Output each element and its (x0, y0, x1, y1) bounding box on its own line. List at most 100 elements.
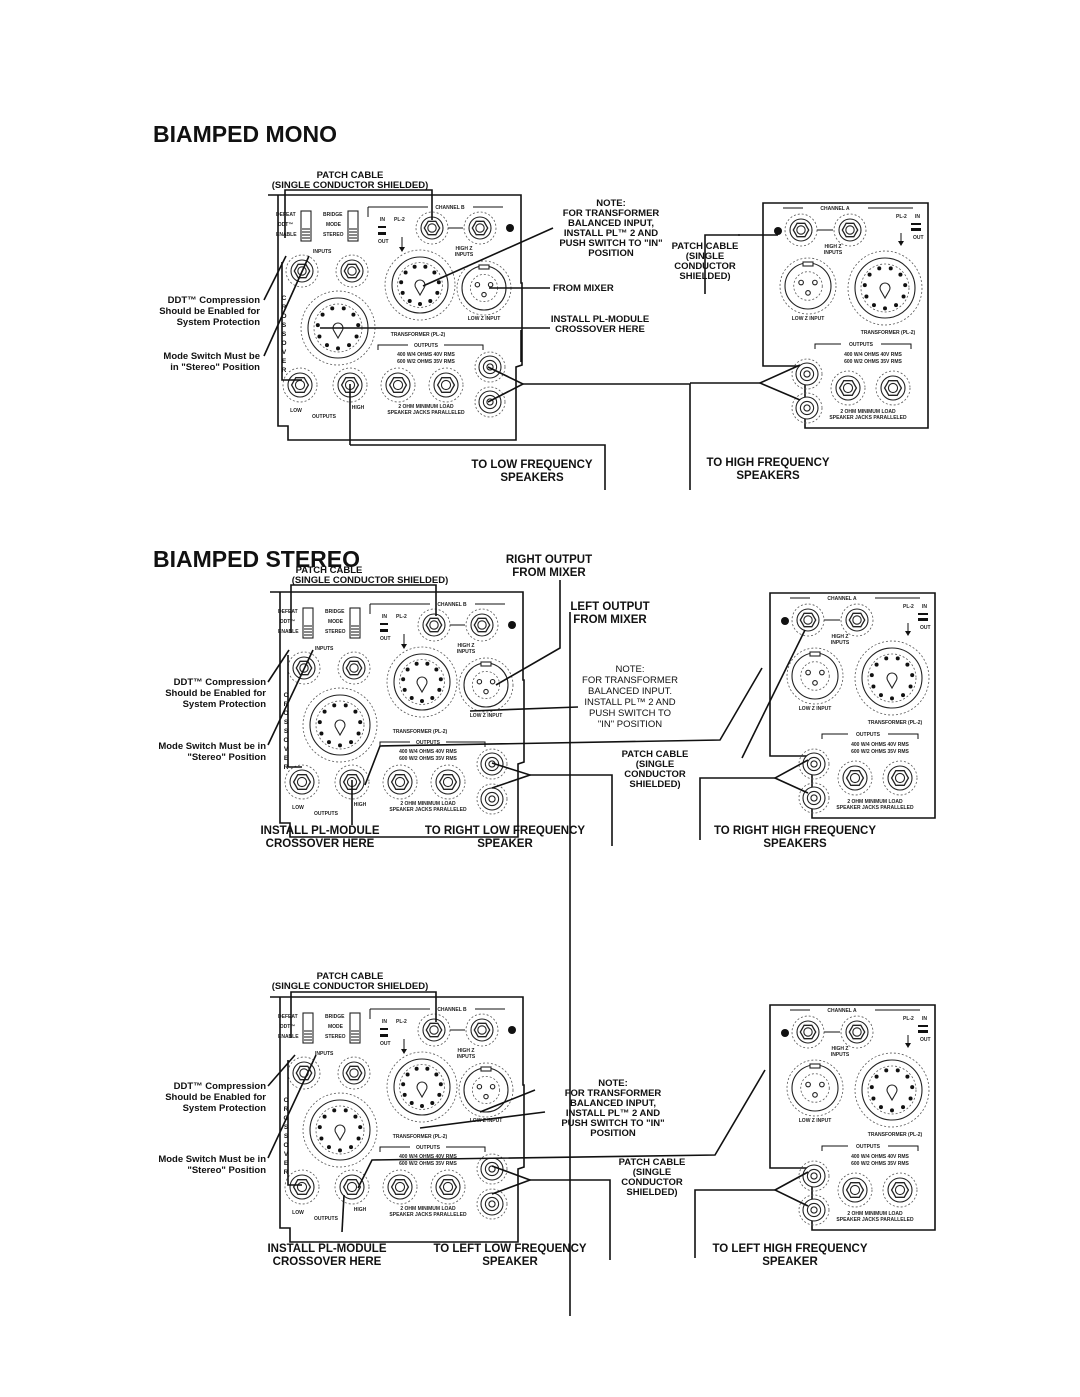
ground-screw (508, 621, 516, 629)
transformer-note: NOTE: FOR TRANSFORMER BALANCED INPUT, IN… (559, 198, 662, 259)
crossover-socket (302, 687, 378, 763)
jack-ring (837, 1172, 873, 1208)
high-label: HIGH (352, 405, 365, 411)
high-z-input-jack (791, 603, 825, 637)
pl2-switch-out (378, 232, 386, 235)
pl2-out-label: OUT (378, 239, 389, 245)
patch-cable-right-label: SHIELDED) (626, 1187, 677, 1198)
min-load-label: SPEAKER JACKS PARALLELED (389, 1212, 467, 1218)
note-leader (469, 706, 579, 712)
socket-pin (908, 684, 913, 689)
jack-hole (852, 615, 862, 625)
pl2-switch-in (378, 226, 386, 228)
pl2-label: PL-2 (903, 1016, 914, 1022)
speaker-jack (380, 367, 416, 403)
socket-pin (901, 693, 906, 698)
xlr-ring (786, 1059, 844, 1117)
mode-callout: "Stereo" Position (187, 752, 266, 763)
transformer-socket (384, 249, 456, 321)
xlr-pin (819, 1081, 825, 1088)
socket-pin (898, 272, 903, 277)
socket-pin (414, 661, 419, 666)
crossover-letter: S (284, 719, 289, 726)
socket-pin (871, 303, 876, 308)
pl2-switch-in (918, 613, 928, 615)
install-crossover-label: CROSSOVER HERE (555, 324, 645, 335)
note-line: "IN" POSITION (598, 719, 662, 730)
jack-hole (803, 1027, 813, 1037)
high-z-input-jack (833, 213, 867, 247)
xlr-pin (489, 1083, 496, 1090)
note-line: PUSH SWITCH TO "IN" (559, 238, 662, 249)
ddt-callout: System Protection (183, 699, 267, 710)
mode-switch (347, 210, 359, 242)
pl2-label: PL-2 (396, 614, 407, 620)
rating-label: 600 W/2 OHMS 35V RMS (851, 749, 909, 755)
jack-ring (830, 370, 866, 406)
socket-pin (341, 306, 346, 311)
ddt-switch-label: DEFEAT (278, 1014, 298, 1020)
xlr-ring (779, 257, 837, 315)
speaker-jack (830, 370, 866, 406)
speakon-output (798, 748, 830, 780)
high-z-label: INPUTS (831, 640, 850, 646)
install-crossover-label: CROSSOVER HERE (273, 1256, 382, 1268)
socket-pin (905, 662, 910, 667)
jack-ring (465, 608, 499, 642)
speakon-output (476, 783, 508, 815)
jack-hole (803, 615, 813, 625)
transformer-socket (847, 250, 923, 326)
jack-hole (440, 379, 452, 391)
low-z-label: LOW Z INPUT (468, 316, 501, 322)
low-output-jack (284, 1169, 320, 1205)
pl2-label: PL-2 (394, 217, 405, 223)
speakon-output (791, 358, 823, 390)
high-speaker-wire (699, 777, 775, 840)
speakon-output (476, 1153, 508, 1185)
ddt-leader (267, 649, 290, 683)
section-biamped-stereo-right: BIAMPED STEREO PATCH CABLE (SINGLE CONDU… (153, 546, 936, 1316)
socket-face (399, 659, 445, 705)
socket-pin (332, 703, 337, 708)
socket-pin (423, 264, 428, 269)
socket-pin (418, 302, 422, 307)
mode-switch (349, 607, 361, 639)
mode-leader (267, 649, 314, 746)
crossover-letter: O (281, 313, 286, 320)
socket-ring (386, 1051, 458, 1123)
socket-pin (435, 290, 440, 295)
note-line: PUSH SWITCH TO "IN" (561, 1118, 664, 1129)
socket-pin (317, 334, 322, 339)
pl2-in-label: IN (922, 604, 927, 610)
channel-label: CHANNEL A (827, 1008, 857, 1014)
pl2-arrow-head (399, 247, 405, 252)
socket-pin (354, 334, 359, 339)
ddt-leader (263, 255, 287, 301)
rating-label: 600 W/2 OHMS 35V RMS (399, 1161, 457, 1167)
crossover-letter: R (284, 1169, 289, 1176)
socket-pin (320, 312, 325, 317)
crossover-socket (302, 1092, 378, 1168)
channel-a-link (704, 234, 740, 294)
xlr-face (800, 661, 830, 691)
socket-pin (910, 673, 915, 678)
xlr-pin (474, 281, 481, 288)
ground-screw (506, 224, 514, 232)
speaker-jack (430, 1169, 466, 1205)
crossover-letter: R (282, 304, 287, 311)
jack-hole (349, 663, 359, 673)
patch-cable-wire (284, 189, 433, 238)
jack-ring (382, 1169, 418, 1205)
min-load-label: 2 OHM MINIMUM LOAD (400, 1206, 456, 1212)
speakon-output (476, 1188, 508, 1220)
socket-pin (349, 1145, 354, 1150)
jack-hole (427, 223, 437, 233)
ddt-switch-label: ENABLE (276, 232, 297, 238)
note-line: NOTE: (598, 1078, 628, 1089)
xlr-pin (481, 291, 487, 298)
socket-pin (326, 1145, 331, 1150)
pl2-in-label: IN (382, 614, 387, 620)
crossover-letter: S (284, 728, 289, 735)
note-line: BALANCED INPUT. (588, 686, 672, 697)
crossover-letter: S (284, 1124, 289, 1131)
